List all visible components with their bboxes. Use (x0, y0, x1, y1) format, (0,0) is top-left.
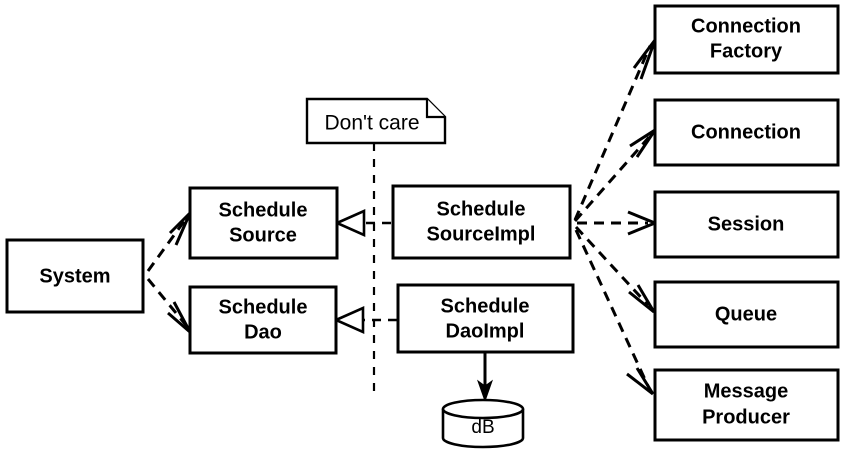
node-schedule-source-impl-label-line1: Schedule (437, 198, 526, 220)
node-session[interactable]: Session (653, 190, 840, 259)
node-schedule-dao-impl-label-line1: Schedule (441, 295, 530, 317)
node-schedule-source[interactable]: Schedule Source (188, 186, 339, 260)
database-cylinder-label: dB (471, 417, 494, 438)
node-message-producer[interactable]: Message Producer (653, 368, 840, 442)
node-schedule-dao[interactable]: Schedule Dao (188, 285, 338, 355)
node-schedule-source-label-line2: Source (229, 224, 297, 246)
edge-schedule-dao-impl-realizes-schedule-dao (332, 305, 397, 335)
edge-schedule-source-impl-realizes-schedule-source (333, 208, 391, 238)
edge-schedule-source-impl-to-queue (574, 225, 656, 314)
node-system-label: System (39, 265, 110, 287)
edge-system-to-schedule-source (146, 211, 192, 272)
node-schedule-source-impl[interactable]: Schedule SourceImpl (391, 184, 572, 260)
edge-schedule-dao-impl-to-database (477, 352, 493, 403)
database-cylinder-db[interactable]: dB (441, 398, 525, 449)
node-message-producer-label-line1: Message (704, 380, 789, 402)
node-queue-label: Queue (715, 303, 777, 325)
node-connection-factory-label-line1: Connection (691, 15, 801, 37)
node-connection-label: Connection (691, 121, 801, 143)
node-schedule-dao-impl[interactable]: Schedule DaoImpl (396, 283, 575, 354)
edge-schedule-source-impl-to-message-producer (574, 229, 655, 396)
edge-schedule-source-impl-to-connection (573, 128, 657, 222)
node-session-label: Session (708, 213, 785, 235)
node-queue[interactable]: Queue (653, 280, 840, 349)
node-schedule-dao-label-line2: Dao (244, 321, 282, 343)
node-connection-factory[interactable]: Connection Factory (653, 4, 840, 75)
node-connection-factory-label-line2: Factory (710, 40, 783, 62)
node-schedule-dao-label-line1: Schedule (219, 296, 308, 318)
node-schedule-dao-impl-label-line2: DaoImpl (446, 320, 525, 342)
node-message-producer-label-line2: Producer (702, 406, 790, 428)
edge-schedule-source-impl-to-connection-factory (573, 39, 657, 221)
edge-schedule-source-impl-to-session (577, 210, 656, 236)
note-dont-care[interactable]: Don't care (305, 97, 447, 145)
node-connection[interactable]: Connection (653, 98, 840, 167)
edge-system-to-schedule-dao (146, 278, 192, 334)
node-system[interactable]: System (5, 238, 145, 314)
node-schedule-source-label-line1: Schedule (219, 199, 308, 221)
note-dont-care-label: Don't care (324, 112, 419, 135)
node-schedule-source-impl-label-line2: SourceImpl (427, 223, 536, 245)
